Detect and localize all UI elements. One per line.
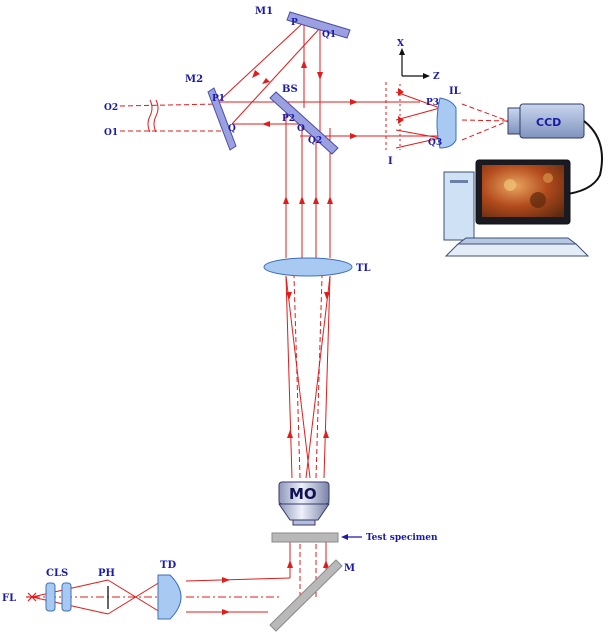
label-p: P bbox=[291, 18, 298, 28]
label-ph: PH bbox=[98, 568, 115, 579]
collimating-lens-set bbox=[45, 582, 72, 612]
labels: M1 M2 BS P Q1 P1 Q P2 O Q2 O2 O1 X Z IL … bbox=[2, 6, 561, 604]
mirror-m1 bbox=[286, 11, 351, 39]
label-o: O bbox=[297, 124, 305, 134]
microscope-objective bbox=[278, 481, 330, 526]
break-symbol bbox=[147, 99, 153, 133]
coordinate-axes bbox=[399, 48, 430, 79]
beam-splitter bbox=[269, 91, 339, 155]
computer-monitor-icon bbox=[443, 159, 590, 257]
label-fl: FL bbox=[2, 593, 16, 604]
camera-cable bbox=[559, 120, 603, 196]
beam-arrows bbox=[222, 60, 404, 615]
label-ccd: CCD bbox=[536, 116, 561, 129]
label-bs: BS bbox=[282, 84, 298, 95]
label-m2: M2 bbox=[185, 74, 203, 85]
label-p3: P3 bbox=[426, 98, 439, 108]
label-q3: Q3 bbox=[428, 138, 442, 148]
label-q: Q bbox=[228, 124, 236, 134]
label-i: I bbox=[388, 156, 393, 167]
tube-lens bbox=[263, 257, 353, 277]
fold-mirror-m bbox=[269, 559, 343, 632]
test-specimen-plate bbox=[271, 532, 339, 543]
telescope-doublet-lens bbox=[157, 574, 182, 620]
imaging-lens bbox=[436, 97, 457, 149]
mirror-m2 bbox=[207, 87, 237, 151]
label-o2: O2 bbox=[104, 103, 118, 113]
beam-paths bbox=[31, 21, 509, 615]
label-cls: CLS bbox=[46, 568, 68, 579]
label-q2: Q2 bbox=[308, 136, 322, 146]
label-test-specimen: Test specimen bbox=[366, 533, 438, 543]
label-tl: TL bbox=[356, 263, 370, 274]
label-o1: O1 bbox=[104, 128, 118, 138]
label-z-axis: Z bbox=[433, 72, 440, 82]
label-m1: M1 bbox=[255, 6, 273, 17]
label-p2: P2 bbox=[282, 114, 295, 124]
label-q1: Q1 bbox=[322, 30, 336, 40]
label-td: TD bbox=[160, 560, 176, 571]
label-il: IL bbox=[449, 86, 461, 97]
fiber-laser-source bbox=[26, 592, 38, 602]
label-m: M bbox=[344, 563, 355, 574]
label-mo: MO bbox=[289, 485, 317, 503]
label-p1: P1 bbox=[212, 94, 225, 104]
ccd-camera-icon bbox=[507, 103, 585, 139]
label-x-axis: X bbox=[397, 39, 404, 49]
